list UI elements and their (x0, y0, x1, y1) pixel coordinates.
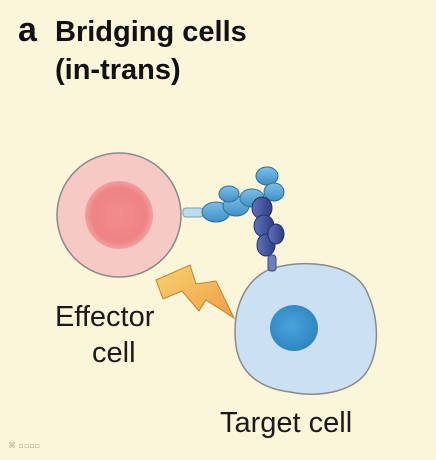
watermark: ⌘ ▫▫▫▫ (8, 441, 41, 450)
effector-cell-label: Effector (55, 301, 155, 333)
target-cell (234, 262, 378, 395)
target-cell-label: Target cell (220, 407, 353, 439)
bispecific-antibody (182, 166, 285, 272)
effector-cell-label-line2: cell (92, 337, 136, 369)
cytotoxic-signal-bolt (155, 264, 236, 320)
panel-subtitle: (in-trans) (55, 54, 181, 86)
effector-nucleus (85, 181, 153, 249)
target-nucleus (270, 305, 318, 351)
panel-title: Bridging cells (55, 16, 247, 48)
effector-cell (56, 152, 182, 278)
panel-letter: a (18, 11, 37, 49)
